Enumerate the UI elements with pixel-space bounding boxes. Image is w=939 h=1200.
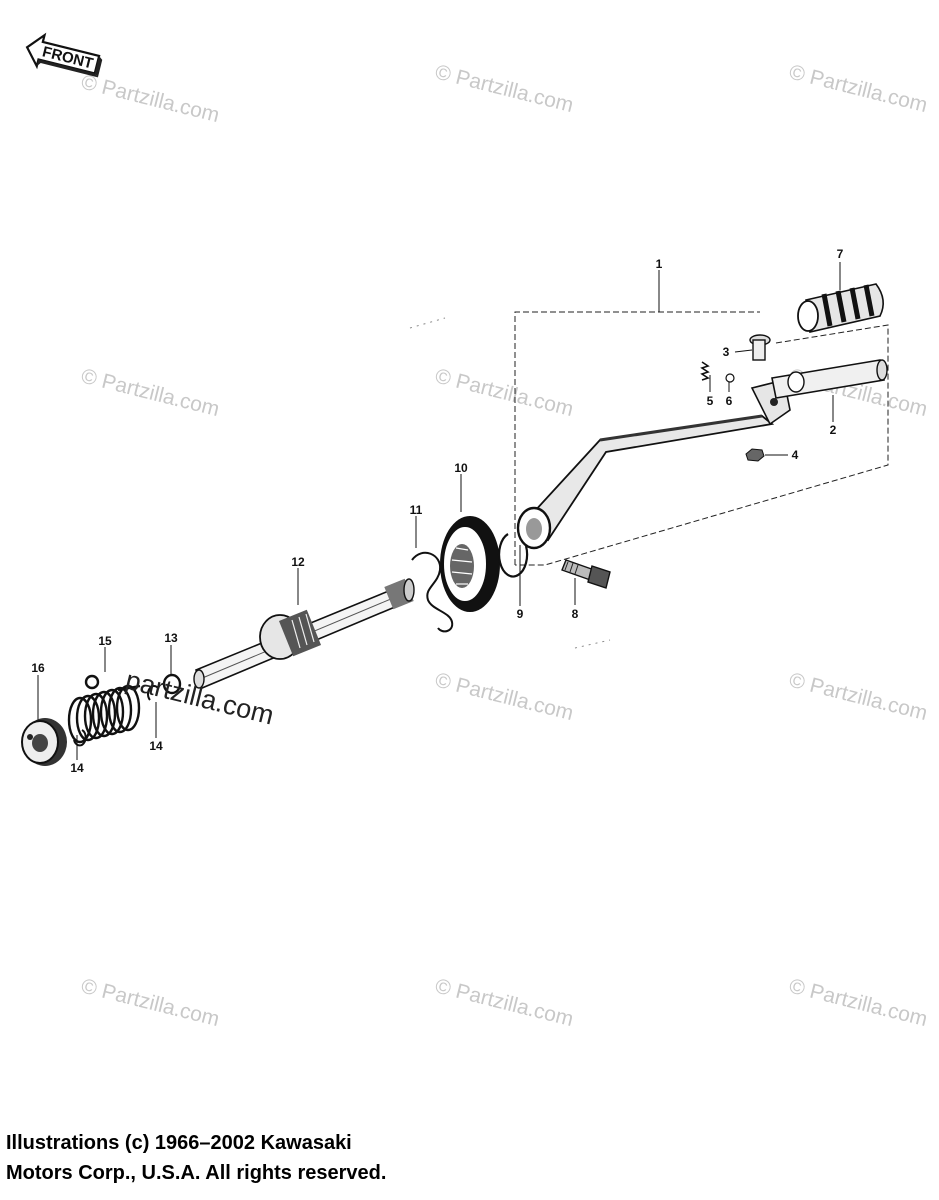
part-13-washer bbox=[162, 673, 182, 695]
watermark-text: © Partzilla.com bbox=[433, 975, 576, 1032]
callout-14: 14 bbox=[149, 739, 163, 753]
part-12-kick-shaft bbox=[193, 578, 415, 690]
callout-6: 6 bbox=[726, 394, 733, 408]
callout-5: 5 bbox=[707, 394, 714, 408]
callout-7: 7 bbox=[837, 247, 844, 261]
part-6-ball bbox=[725, 373, 735, 383]
callout-16: 16 bbox=[31, 661, 45, 675]
leader-lines bbox=[37, 262, 841, 760]
callout-4: 4 bbox=[792, 448, 799, 462]
watermark-text: © Partzilla.com bbox=[79, 365, 222, 422]
callout-2: 2 bbox=[830, 423, 837, 437]
copyright-line-2: Motors Corp., U.S.A. All rights reserved… bbox=[6, 1162, 387, 1184]
part-15-kick-spring bbox=[67, 674, 141, 744]
assembly-bracket-1 bbox=[514, 311, 889, 566]
watermark-text: © Partzilla.com bbox=[787, 975, 930, 1032]
part-9-circlip bbox=[497, 533, 529, 578]
callout-labels: 1 2 3 4 5 6 7 8 9 10 11 12 13 14 14 15 1… bbox=[31, 247, 843, 775]
callout-15: 15 bbox=[98, 634, 112, 648]
part-7-rubber-grip bbox=[797, 283, 884, 333]
callout-13: 13 bbox=[164, 631, 178, 645]
callout-14: 14 bbox=[70, 761, 84, 775]
part-4-nut bbox=[745, 448, 765, 462]
watermark-layer: © Partzilla.com © Partzilla.com © Partzi… bbox=[79, 61, 930, 1032]
watermark-text: © Partzilla.com bbox=[79, 71, 222, 128]
watermark-text: © Partzilla.com bbox=[433, 365, 576, 422]
front-direction-arrow: FRONT bbox=[25, 32, 103, 78]
callout-10: 10 bbox=[454, 461, 468, 475]
part-3-bolt bbox=[749, 334, 771, 361]
copyright-line-1: Illustrations (c) 1966–2002 Kawasaki bbox=[6, 1132, 352, 1154]
part-1-kick-arm bbox=[516, 379, 791, 550]
callout-3: 3 bbox=[723, 345, 730, 359]
watermark-text: © Partzilla.com bbox=[79, 975, 222, 1032]
part-14-circlip-a bbox=[73, 729, 87, 747]
part-5-spring bbox=[700, 361, 710, 381]
callout-8: 8 bbox=[572, 607, 579, 621]
part-14-circlip-b bbox=[146, 685, 159, 701]
copyright-notice: Illustrations (c) 1966–2002 Kawasaki Mot… bbox=[6, 1128, 386, 1188]
assembly-axis-dashes bbox=[409, 317, 446, 329]
watermark-text: © Partzilla.com bbox=[433, 669, 576, 726]
callout-1: 1 bbox=[656, 257, 663, 271]
callout-12: 12 bbox=[291, 555, 305, 569]
assembly-axis-dashes bbox=[574, 639, 611, 649]
part-10-kick-gear bbox=[440, 516, 500, 612]
part-11-ratchet-spring bbox=[411, 551, 454, 633]
watermark-text: © Partzilla.com bbox=[787, 61, 930, 118]
part-2-pedal-shaft bbox=[771, 359, 888, 399]
watermark-text: © Partzilla.com bbox=[787, 669, 930, 726]
callout-9: 9 bbox=[517, 607, 524, 621]
callout-11: 11 bbox=[410, 503, 423, 517]
part-8-bolt bbox=[561, 559, 611, 589]
part-16-cap-nut bbox=[21, 718, 67, 766]
watermark-text: © Partzilla.com bbox=[433, 61, 576, 118]
